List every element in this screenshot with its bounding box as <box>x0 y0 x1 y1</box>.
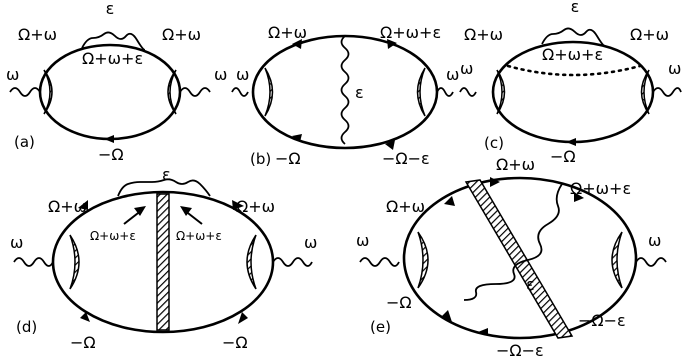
diagram-e-vertex-right <box>611 231 623 289</box>
diagram-d-arrow-bottom-right <box>238 312 248 324</box>
diagram-d-vertex-right <box>246 234 257 290</box>
diagram-e-label-bottom: −Ω−ε <box>496 341 544 360</box>
diagram-c-label-mid: Ω+ω+ε <box>542 45 603 64</box>
diagram-c-arrow <box>566 138 576 146</box>
diagram-b-omega-right: ω <box>446 65 459 84</box>
diagram-c-photon-right <box>652 87 682 97</box>
diagram-c-omega-left: ω <box>460 59 473 78</box>
diagram-a-eps: ε <box>106 0 115 18</box>
diagram-a-vertex-left <box>43 69 53 115</box>
diagram-d-self-energy-wave <box>117 178 211 197</box>
diagram-d-label-top-left: Ω+ω <box>48 197 87 216</box>
diagram-a-label-top-right: Ω+ω <box>162 25 201 44</box>
diagram-b-omega-left: ω <box>236 65 249 84</box>
diagram-b-label-top-right: Ω+ω+ε <box>380 23 441 42</box>
diagram-a-label-bottom: −Ω <box>98 145 124 164</box>
diagram-e-label-top-right: Ω+ω+ε <box>570 179 631 198</box>
diagram-e-label-bottom-right: −Ω−ε <box>578 311 626 330</box>
diagram-d-omega-right: ω <box>304 233 317 252</box>
diagram-d-pointer-left-head <box>134 206 146 216</box>
diagram-d-ladder <box>156 193 170 331</box>
diagram-e-arrow-bottom-left <box>442 310 452 322</box>
diagram-c-label-top-right: Ω+ω <box>630 25 669 44</box>
diagram-c-vertex-left <box>496 69 506 115</box>
diagram-b-arrow-bottom-left <box>292 134 302 142</box>
diagram-e: Ω+ω Ω+ω Ω+ω+ε ε ω ω −Ω (e) −Ω−ε −Ω−ε <box>356 155 667 360</box>
diagram-d-vertex-left <box>69 234 80 290</box>
diagram-d: ε Ω+ω Ω+ω Ω+ω+ε Ω+ω+ε ω ω (d) −Ω −Ω <box>10 165 317 352</box>
diagram-a-photon-left <box>9 87 41 97</box>
diagram-e-ladder <box>464 179 574 339</box>
diagram-e-arrow-top-right <box>574 192 584 202</box>
diagram-c-label-top-left: Ω+ω <box>464 25 503 44</box>
diagram-a-omega-right: ω <box>214 65 227 84</box>
diagram-a: ε Ω+ω Ω+ω Ω+ω+ε ω ω −Ω (a) <box>6 0 227 164</box>
diagram-c-panel-label: (c) <box>484 134 504 152</box>
diagram-c-label-bottom: −Ω <box>550 147 576 166</box>
diagram-d-panel-label: (d) <box>16 318 37 336</box>
diagram-d-photon-left <box>13 257 54 267</box>
diagram-e-photon-left <box>359 257 400 267</box>
diagram-b-arrow-bottom-right <box>385 140 395 150</box>
diagram-d-omega-left: ω <box>10 233 23 252</box>
diagram-e-photon-right <box>635 257 667 267</box>
diagram-c-omega-right: ω <box>668 59 681 78</box>
diagram-e-label-top-left: Ω+ω <box>386 197 425 216</box>
diagram-b-label-top-left: Ω+ω <box>268 23 307 42</box>
diagram-c-dotted-line <box>506 64 642 77</box>
diagram-e-arrow-top <box>490 177 500 187</box>
diagram-a-label-mid: Ω+ω+ε <box>82 49 143 68</box>
diagram-b-vertex-left <box>264 67 274 117</box>
diagram-b-photon-left <box>231 87 249 97</box>
diagram-a-label-top-left: Ω+ω <box>18 25 57 44</box>
diagram-b-label-bottom-right: −Ω−ε <box>382 149 430 168</box>
diagram-a-arrow <box>104 135 114 143</box>
diagram-b: Ω+ω Ω+ω+ε ε ω ω (b) −Ω −Ω−ε <box>231 23 459 168</box>
diagram-e-omega-left: ω <box>356 231 369 250</box>
diagram-e-panel-label: (e) <box>370 318 391 336</box>
diagram-d-arrow-bottom-left <box>80 312 90 322</box>
diagram-d-label-inner-left: Ω+ω+ε <box>90 229 136 243</box>
diagram-a-photon-right <box>179 87 211 97</box>
diagram-d-label-inner-right: Ω+ω+ε <box>176 229 222 243</box>
diagram-b-vertex-right <box>416 67 426 117</box>
diagram-d-arrow-top-right <box>232 200 244 210</box>
diagram-e-arrow-bottom <box>478 328 488 336</box>
diagram-a-omega-left: ω <box>6 65 19 84</box>
diagram-c: ε Ω+ω Ω+ω Ω+ω+ε ω ω (c) −Ω <box>459 0 682 166</box>
diagram-b-eps: ε <box>355 83 364 102</box>
diagram-d-label-top-right: Ω+ω <box>236 197 275 216</box>
diagram-c-vertex-right <box>640 69 650 115</box>
diagram-e-arrow-top-left <box>444 196 455 206</box>
diagram-a-vertex-right <box>167 69 177 115</box>
diagram-e-loop <box>402 176 638 340</box>
diagram-b-arrow-top <box>292 39 302 49</box>
diagram-d-eps: ε <box>162 165 171 184</box>
diagram-e-vertex-left <box>417 231 429 289</box>
diagram-a-panel-label: (a) <box>14 133 35 151</box>
diagram-e-label-bottom-left: −Ω <box>386 293 412 312</box>
diagram-b-label-bottom-left: −Ω <box>275 149 301 168</box>
diagram-b-exchange-wave <box>340 35 350 145</box>
diagram-c-eps: ε <box>571 0 580 16</box>
diagram-d-photon-right <box>272 257 313 267</box>
diagram-d-arrow-top-left <box>78 200 88 210</box>
diagram-d-label-bottom-left: −Ω <box>70 333 96 352</box>
diagram-c-self-energy-wave <box>541 27 606 47</box>
diagram-c-photon-left <box>459 87 477 97</box>
diagram-b-photon-right <box>436 87 454 97</box>
diagram-d-label-bottom-right: −Ω <box>222 333 248 352</box>
diagram-e-eps: ε <box>526 275 535 294</box>
diagram-a-self-energy-wave <box>81 31 146 51</box>
diagram-e-label-top: Ω+ω <box>496 155 535 174</box>
diagram-d-pointer-right-head <box>180 206 192 216</box>
diagram-b-arrow-top-right <box>387 39 397 49</box>
diagram-b-panel-label: (b) <box>250 150 271 168</box>
diagram-e-exchange-wave <box>463 183 563 301</box>
diagram-e-omega-right: ω <box>648 231 661 250</box>
